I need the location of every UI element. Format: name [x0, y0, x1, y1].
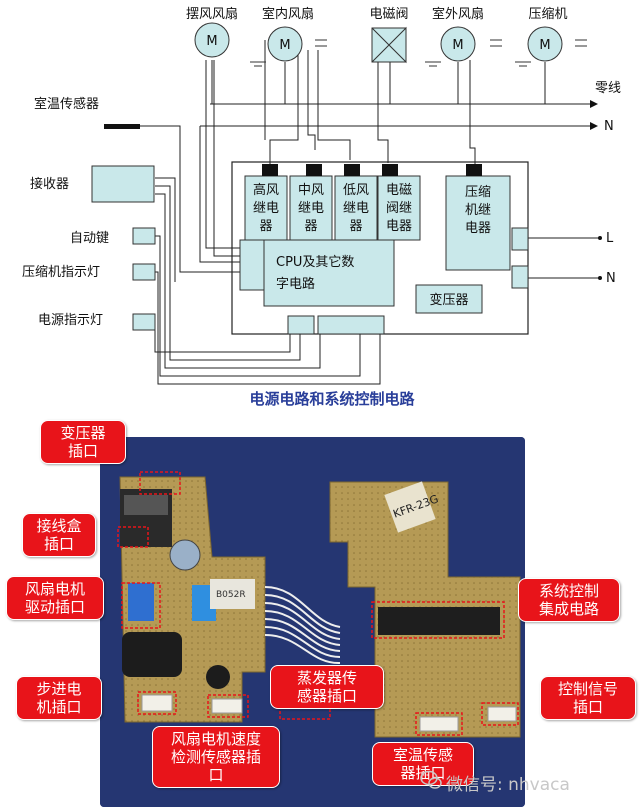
- control-signal-socket-label: 控制信号 插口: [540, 676, 636, 720]
- transformer-socket-line2: 插口: [67, 442, 98, 460]
- control-signal-socket-line2: 插口: [572, 698, 603, 716]
- terminal-n-bottom: N: [606, 271, 616, 286]
- fan-motor-drive-socket-label: 风扇电机 驱动插口: [6, 576, 104, 620]
- watermark-text: 微信号: nhvaca: [446, 775, 570, 795]
- solenoid-valve-label: 电磁阀: [369, 7, 408, 22]
- system-control-ic-label: 系统控制 集成电路: [518, 578, 620, 622]
- junction-box-socket-line2: 插口: [43, 535, 74, 553]
- compressor-label: 压缩机: [528, 6, 567, 22]
- chip-marking: B052R: [216, 590, 246, 600]
- auto-key-label: 自动键: [70, 231, 109, 246]
- room-temp-sensor-icon: [104, 124, 140, 129]
- system-control-ic-line1: 系统控制: [538, 582, 599, 600]
- high-fan-relay-line2: 继电: [253, 201, 279, 216]
- cpu-block-line2: 字电路: [276, 276, 315, 292]
- stepper-motor-socket-label: 步进电 机插口: [16, 676, 102, 720]
- room-temp-sensor-socket-line1: 室温传感: [392, 746, 453, 764]
- receiver-icon: [91, 165, 155, 203]
- evaporator-sensor-socket-label: 蒸发器传 感器插口: [270, 665, 384, 709]
- fan-motor-drive-socket-line1: 风扇电机: [24, 580, 85, 598]
- transformer-socket-label: 变压器 插口: [40, 420, 126, 464]
- solenoid-relay-line1: 电磁: [386, 183, 412, 198]
- room-temp-sensor-label: 室温传感器: [34, 96, 99, 112]
- swing-fan-motor-icon: [194, 22, 230, 58]
- power-indicator-label: 电源指示灯: [38, 313, 103, 328]
- compressor-motor-symbol: M: [539, 38, 550, 53]
- control-circuit-diagram: M M M M 摆风风扇 室内风扇 电磁阀 室外风扇 压缩机 零线 N L N …: [22, 6, 621, 408]
- junction-box-socket-line1: 接线盒: [36, 517, 82, 535]
- mid-fan-relay-line2: 继电: [298, 201, 324, 216]
- low-fan-relay-line1: 低风: [343, 183, 369, 198]
- compressor-relay-line3: 电器: [465, 221, 491, 236]
- diagram-caption: 电源电路和系统控制电路: [249, 390, 415, 408]
- outdoor-fan-motor-icon: [440, 26, 476, 62]
- terminal-l: L: [606, 231, 614, 246]
- junction-box-socket-label: 接线盒 插口: [22, 513, 96, 557]
- stepper-motor-socket-line2: 机插口: [36, 698, 82, 716]
- mid-fan-relay-line1: 中风: [298, 183, 324, 198]
- fan-speed-sensor-socket-label: 风扇电机速度 检测传感器插 口: [152, 726, 280, 788]
- mid-fan-relay-line3: 器: [304, 219, 317, 234]
- power-indicator-icon: [132, 313, 156, 331]
- pcb-photo: B052R KFR-23G: [100, 437, 525, 807]
- neutral-line-label: 零线: [595, 81, 621, 96]
- evaporator-sensor-socket-line1: 蒸发器传: [296, 669, 357, 687]
- compressor-relay-line2: 机继: [465, 203, 491, 218]
- fan-speed-sensor-socket-line2: 检测传感器插: [170, 748, 261, 766]
- fan-speed-sensor-socket-line3: 口: [208, 766, 224, 784]
- terminal-n-top: N: [604, 119, 614, 134]
- transformer-socket-line1: 变压器: [60, 424, 106, 442]
- solenoid-relay-line2: 阀继: [386, 201, 412, 216]
- compressor-indicator-icon: [132, 263, 156, 281]
- evaporator-sensor-socket-line2: 感器插口: [296, 687, 357, 705]
- fan-speed-sensor-socket-line1: 风扇电机速度: [170, 730, 261, 748]
- transformer-block-label: 变压器: [429, 292, 468, 308]
- high-fan-relay-line3: 器: [259, 219, 272, 234]
- indoor-fan-motor-symbol: M: [279, 38, 290, 53]
- high-fan-relay-line1: 高风: [253, 182, 279, 198]
- compressor-indicator-label: 压缩机指示灯: [22, 264, 100, 280]
- swing-fan-label: 摆风风扇: [186, 6, 238, 22]
- auto-key-icon: [132, 227, 156, 245]
- compressor-motor-icon: [527, 26, 563, 62]
- compressor-relay-line1: 压缩: [465, 184, 491, 200]
- cpu-block-line1: CPU及其它数: [276, 254, 354, 270]
- indoor-fan-motor-icon: [267, 26, 303, 62]
- wechat-icon: [420, 770, 442, 789]
- fan-motor-drive-socket-line2: 驱动插口: [24, 598, 85, 616]
- low-fan-relay-line3: 器: [349, 219, 362, 234]
- indoor-fan-label: 室内风扇: [262, 6, 314, 22]
- outdoor-fan-label: 室外风扇: [432, 6, 484, 22]
- stepper-motor-socket-line1: 步进电: [36, 680, 82, 698]
- pcb-photo-graphic: B052R KFR-23G: [100, 437, 525, 807]
- control-signal-socket-line1: 控制信号: [557, 680, 618, 698]
- solenoid-relay-line3: 电器: [386, 219, 412, 234]
- low-fan-relay-line2: 继电: [343, 201, 369, 216]
- outdoor-fan-motor-symbol: M: [452, 38, 463, 53]
- system-control-ic-line2: 集成电路: [538, 600, 599, 618]
- swing-fan-motor-symbol: M: [206, 34, 217, 49]
- receiver-label: 接收器: [30, 176, 69, 192]
